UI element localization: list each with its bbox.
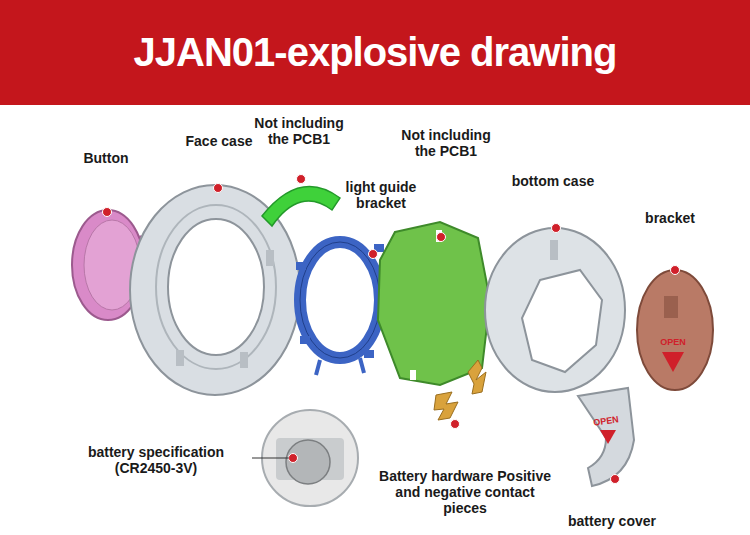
part-label: Button — [66, 150, 146, 166]
part-label: light guide bracket — [335, 179, 427, 211]
part-label: Battery hardware Positive and negative c… — [376, 468, 554, 516]
part-label: Not including the PCB1 — [392, 127, 500, 159]
printed-mark: OPEN — [653, 337, 693, 347]
part-label: Face case — [169, 133, 269, 149]
part-label: Not including the PCB1 — [245, 115, 353, 147]
part-label: bracket — [630, 210, 710, 226]
title-text: JJAN01-explosive drawing — [0, 0, 750, 105]
part-label: battery specification (CR2450-3V) — [66, 444, 246, 476]
part-label: battery cover — [552, 513, 672, 529]
part-label: bottom case — [498, 173, 608, 189]
